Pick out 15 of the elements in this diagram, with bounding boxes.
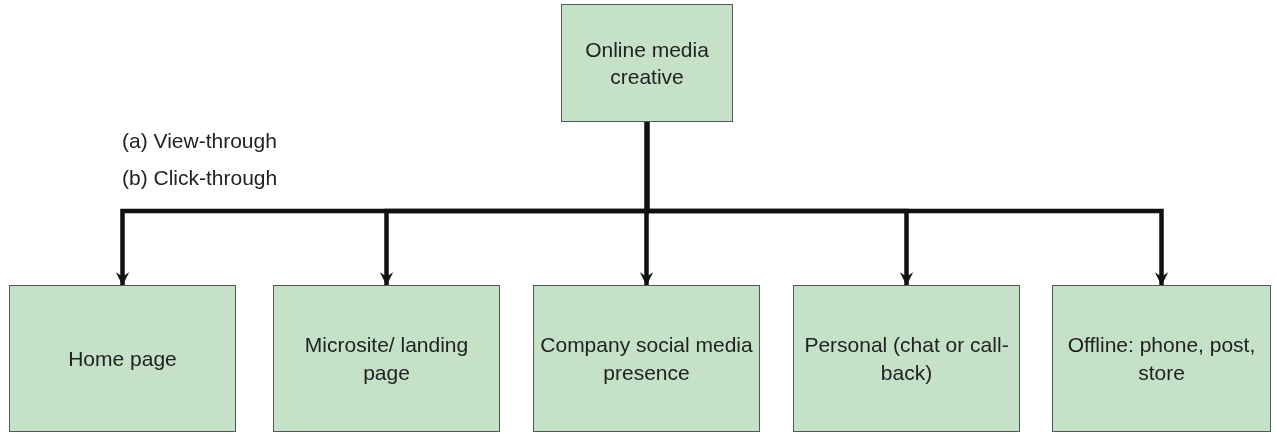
process-box — [273, 285, 500, 432]
box-label: Microsite/ landing page — [303, 332, 470, 386]
process-box — [1052, 285, 1271, 432]
box-label: Home page — [67, 345, 178, 372]
note-text: (b) Click-through — [122, 166, 278, 190]
process-box — [793, 285, 1020, 432]
box-label: Personal (chat or call-back) — [803, 332, 1010, 386]
process-box — [9, 285, 236, 432]
box-label: Company social media presence — [539, 332, 754, 386]
box-label: Offline: phone, post, store — [1066, 332, 1257, 386]
process-box — [533, 285, 760, 432]
box-label: Online media creative — [584, 36, 710, 90]
process-box — [561, 4, 733, 122]
note-text: (a) View-through — [122, 129, 277, 153]
connector-arrow — [644, 122, 1169, 286]
